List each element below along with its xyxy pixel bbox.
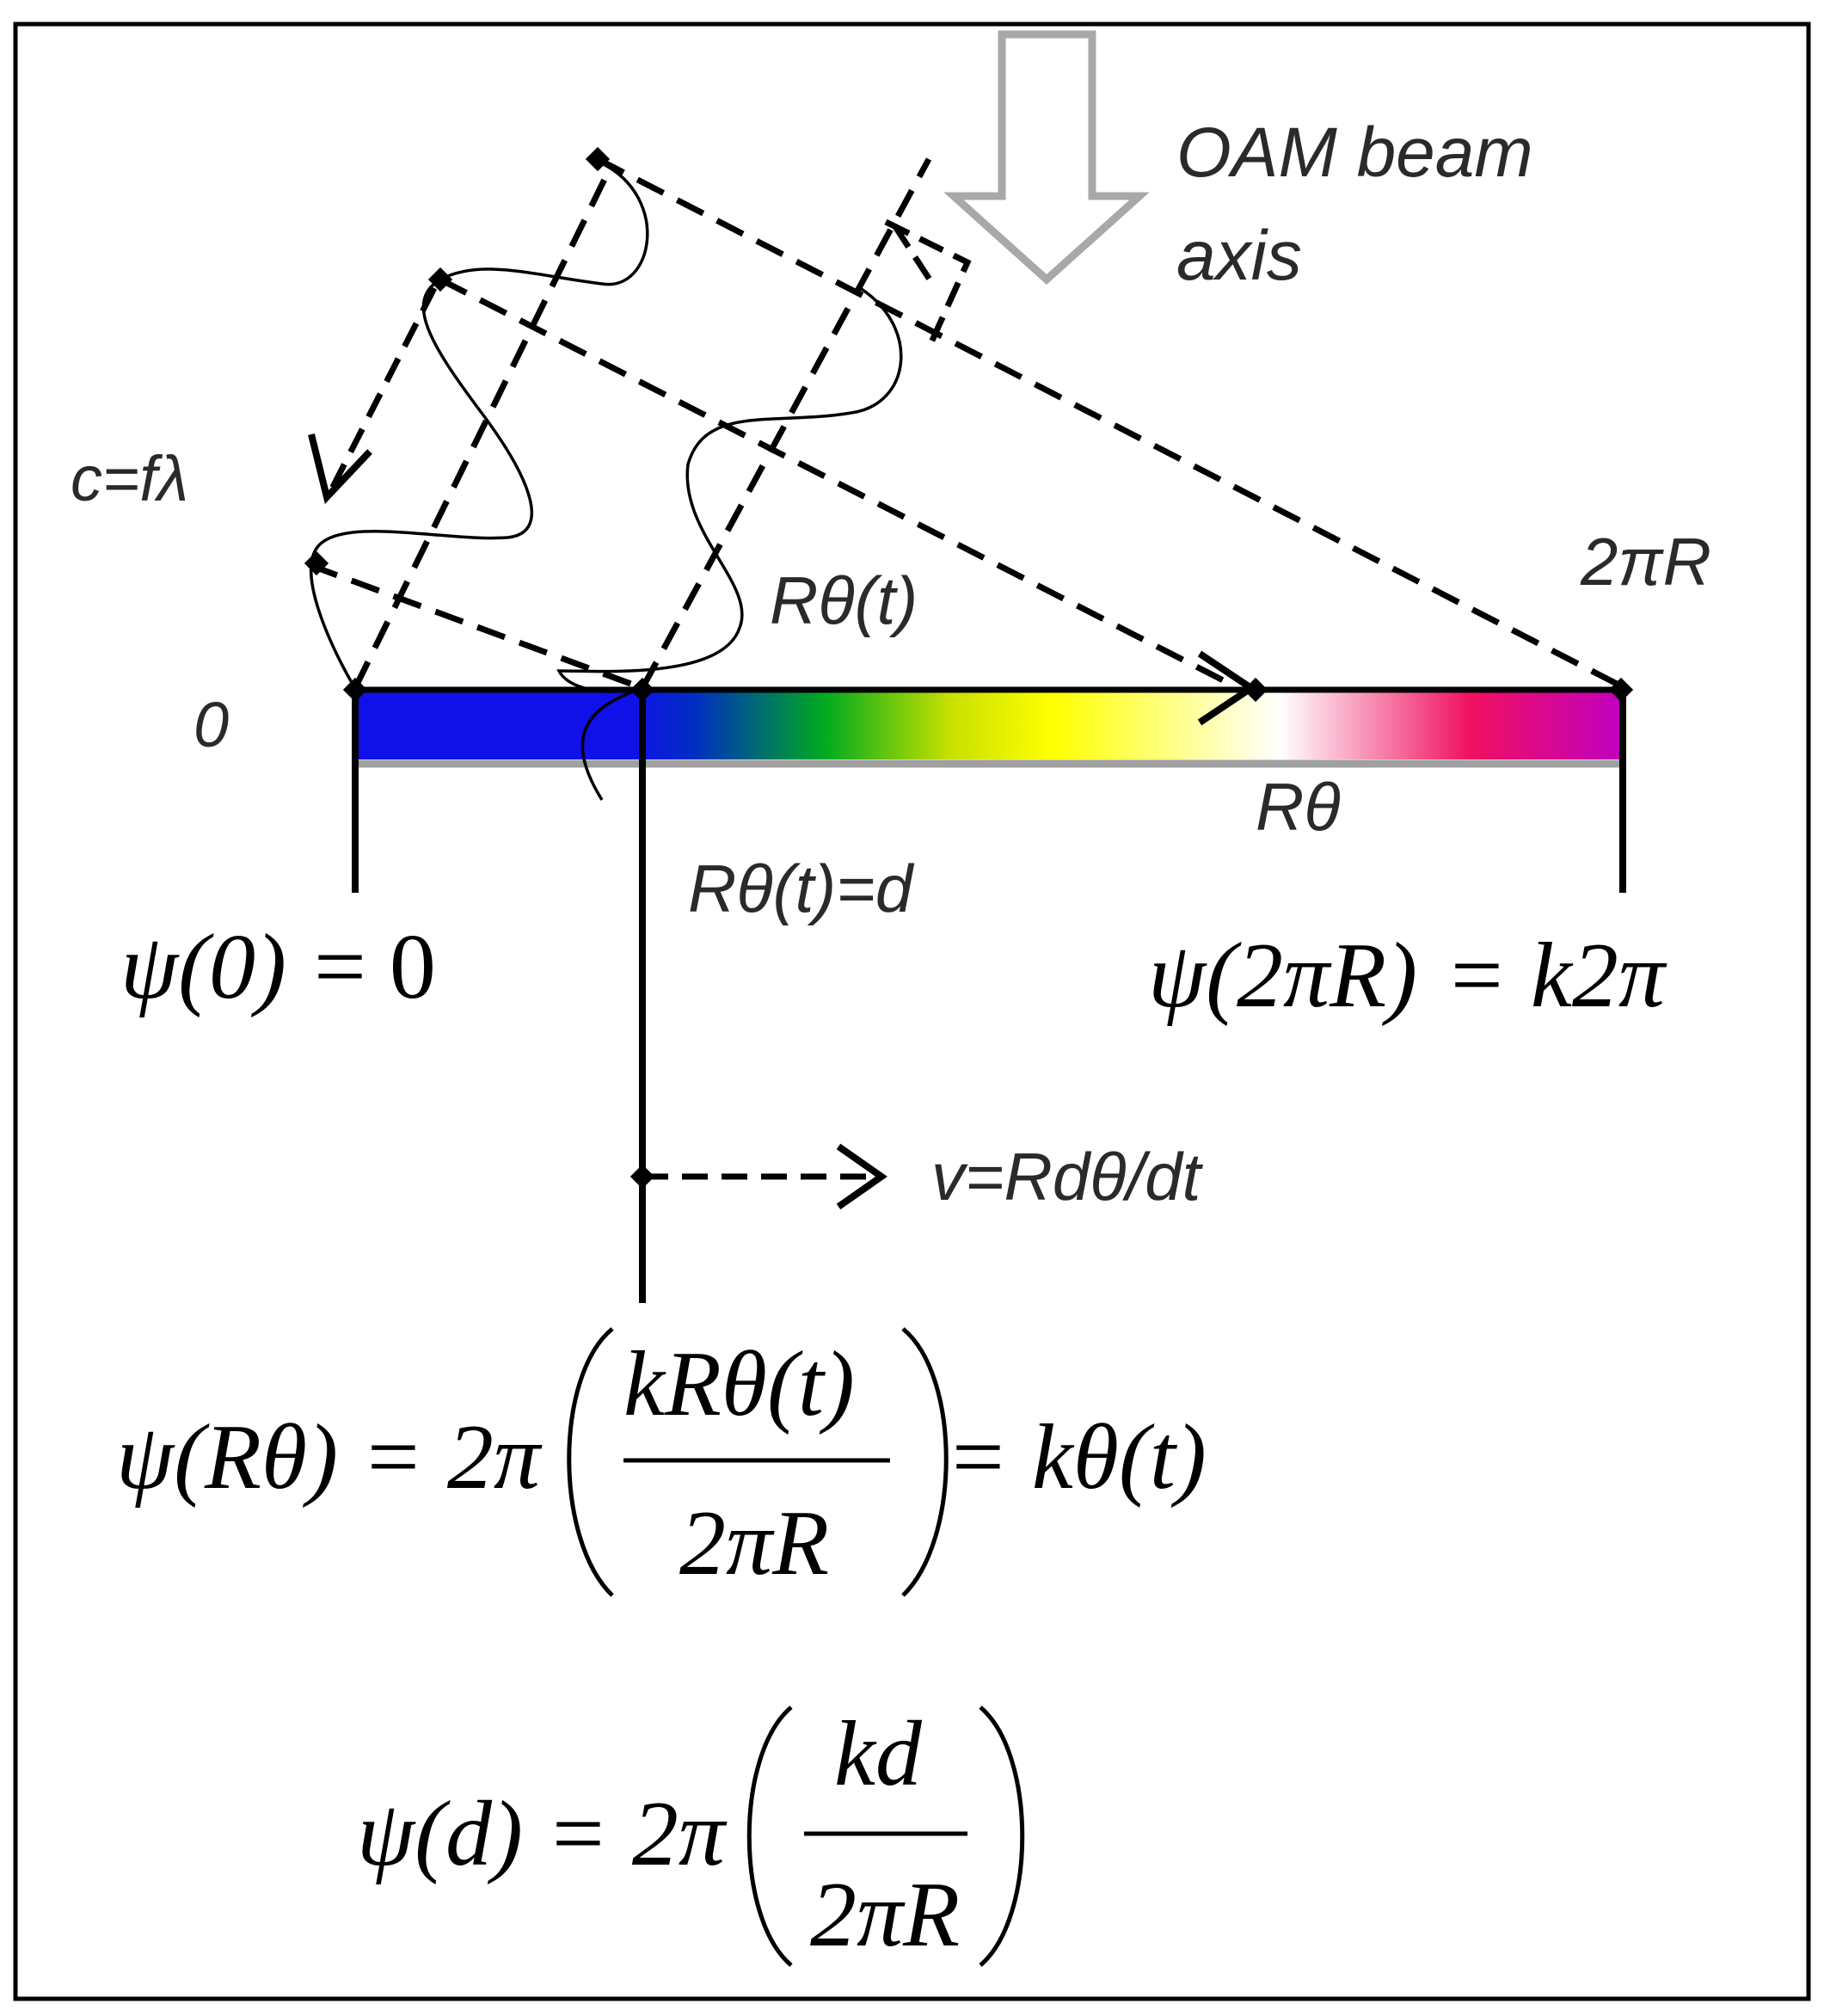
- right-angle-marker: [884, 218, 972, 344]
- wave-speed-arrow-head: [308, 433, 372, 505]
- equation-psi-d-right-paren: [979, 1706, 1025, 1967]
- beam-axis-label-line2: axis: [1176, 217, 1302, 295]
- arc-label: Rθ: [1256, 769, 1341, 845]
- origin-label: 0: [193, 689, 229, 760]
- equation-psi-arc-lhs: ψ(Rθ) = 2π: [116, 1406, 543, 1509]
- propagation-lines: [308, 156, 1618, 691]
- equation-psi-circumference-rhs: = k2π: [1445, 925, 1667, 1027]
- equation-psi-zero-rhs: = 0: [314, 916, 436, 1018]
- equation-psi-arc-rhs: = kθ(t): [946, 1406, 1207, 1509]
- equation-psi-arc-right-paren: [901, 1327, 949, 1597]
- equation-psi-zero-lhs: ψ(0): [120, 916, 286, 1018]
- equation-psi-arc-denominator: 2πR: [679, 1492, 829, 1595]
- wave-speed-arrow-shaft: [328, 286, 438, 492]
- equation-psi-d-lhs: ψ(d) = 2π: [357, 1783, 728, 1885]
- frame-border: [13, 22, 1811, 2001]
- beam-axis-arrow: [943, 30, 1150, 286]
- velocity-label: v=Rdθ/dt: [931, 1139, 1204, 1214]
- equation-psi-d-numerator: kd: [834, 1703, 923, 1805]
- equation-psi-arc-numerator: kRθ(t): [623, 1333, 855, 1435]
- arc-time-label: Rθ(t): [770, 562, 918, 638]
- phase-color-bar: [354, 688, 1623, 759]
- helical-wave-curve: [310, 162, 649, 689]
- beam-axis-label-line1: OAM beam: [1176, 114, 1533, 192]
- equation-psi-d-denominator: 2πR: [810, 1864, 960, 1966]
- wave-speed-label: c=fλ: [71, 443, 188, 514]
- velocity-arrow-head: [836, 1143, 887, 1210]
- equation-psi-d-left-paren: [746, 1706, 793, 1967]
- arc-time-equals-d-label: Rθ(t)=d: [688, 851, 915, 926]
- diamond-markers: [304, 146, 1634, 1189]
- equation-psi-arc-left-paren: [567, 1327, 614, 1597]
- equation-psi-circumference-lhs: ψ(2πR): [1148, 925, 1417, 1027]
- circumference-label: 2πR: [1580, 524, 1711, 599]
